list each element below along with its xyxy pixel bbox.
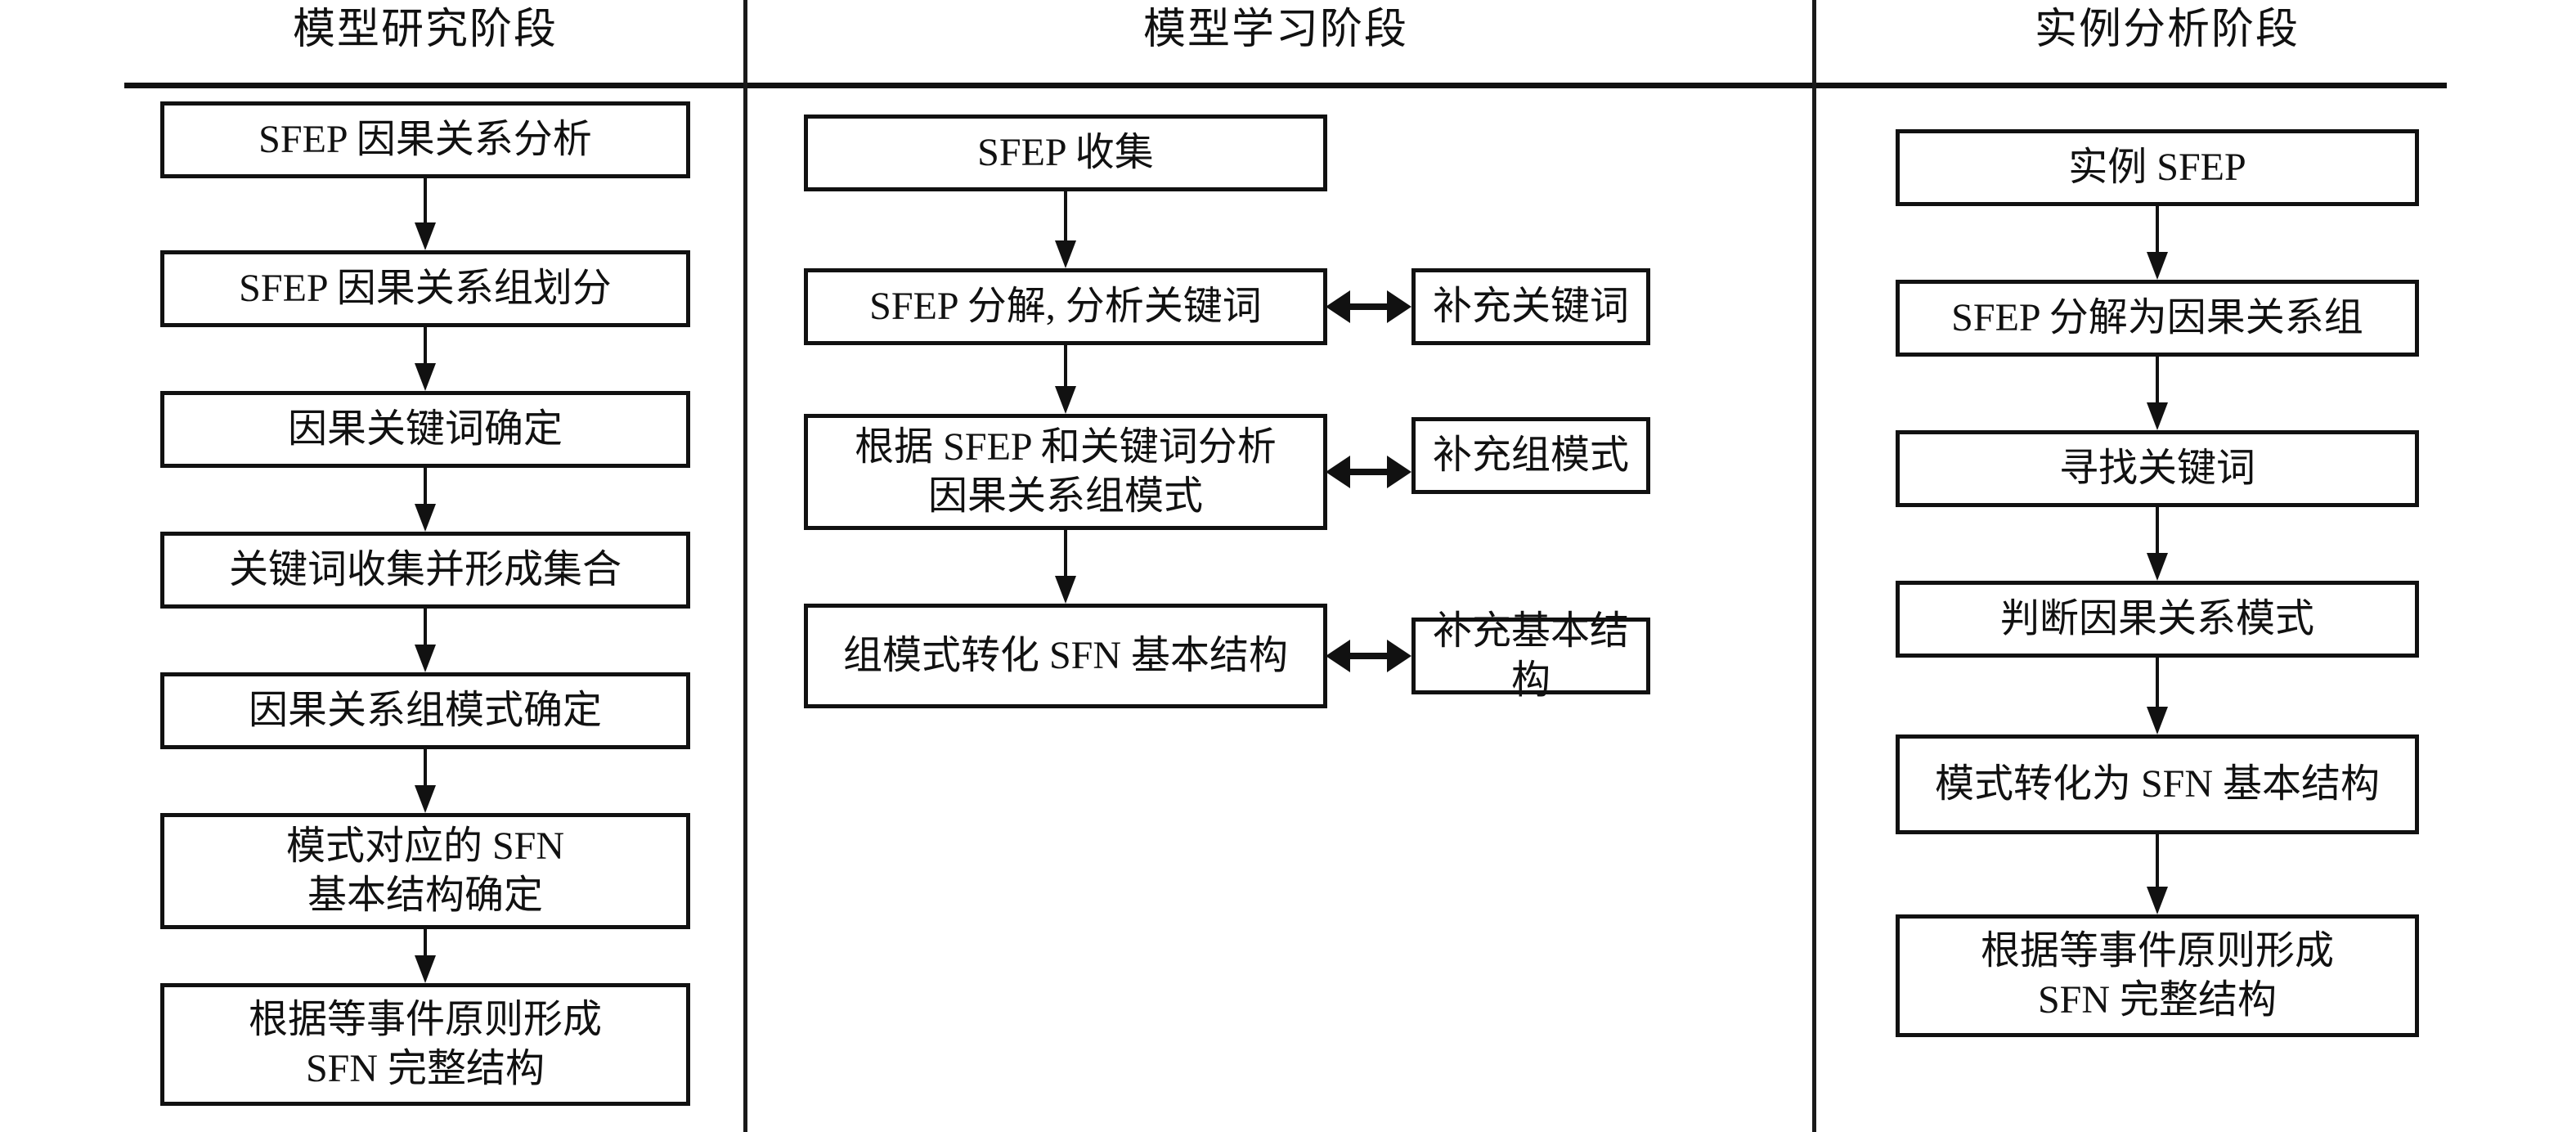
- arrow-c2-2-to-3: [1055, 345, 1076, 414]
- node-supplement-keywords[interactable]: 补充关键词: [1411, 268, 1650, 345]
- node-sfep-causal-analysis[interactable]: SFEP 因果关系分析: [160, 101, 690, 178]
- arrow-c3-1-to-2: [2147, 206, 2168, 280]
- node-judge-causal-pattern[interactable]: 判断因果关系模式: [1896, 581, 2419, 658]
- arrow-c2-1-to-2: [1055, 191, 1076, 268]
- arrow-c1-1-to-2: [415, 178, 436, 250]
- node-causal-keyword-determination[interactable]: 因果关键词确定: [160, 391, 690, 468]
- header-divider-rule: [124, 83, 2447, 88]
- node-keyword-collection-set[interactable]: 关键词收集并形成集合: [160, 532, 690, 609]
- arrow-c3-3-to-4: [2147, 507, 2168, 581]
- arrow-c1-3-to-4: [415, 468, 436, 532]
- node-equal-event-sfn-complete-structure-c3[interactable]: 根据等事件原则形成 SFN 完整结构: [1896, 914, 2419, 1037]
- arrow-c3-5-to-6: [2147, 834, 2168, 914]
- arrow-c2-n4-to-s3: [1326, 640, 1411, 672]
- node-pattern-to-sfn-basic-structure[interactable]: 模式转化为 SFN 基本结构: [1896, 734, 2419, 834]
- column-divider-right: [1812, 0, 1816, 1132]
- node-group-pattern-to-sfn-basic-structure[interactable]: 组模式转化 SFN 基本结构: [804, 604, 1327, 708]
- column-title-model-research: 模型研究阶段: [292, 7, 558, 53]
- node-sfep-causal-group-division[interactable]: SFEP 因果关系组划分: [160, 250, 690, 327]
- node-sfep-decompose-keyword-analysis[interactable]: SFEP 分解, 分析关键词: [804, 268, 1327, 345]
- node-find-keywords[interactable]: 寻找关键词: [1896, 430, 2419, 507]
- arrow-c2-3-to-4: [1055, 530, 1076, 604]
- node-supplement-group-pattern[interactable]: 补充组模式: [1411, 417, 1650, 494]
- node-equal-event-sfn-complete-structure-c1[interactable]: 根据等事件原则形成 SFN 完整结构: [160, 983, 690, 1106]
- arrow-c1-5-to-6: [415, 749, 436, 813]
- column-divider-left: [743, 0, 747, 1132]
- node-sfep-collection[interactable]: SFEP 收集: [804, 115, 1327, 191]
- node-analyze-causal-group-pattern[interactable]: 根据 SFEP 和关键词分析 因果关系组模式: [804, 414, 1327, 530]
- arrow-c1-4-to-5: [415, 609, 436, 672]
- node-instance-sfep[interactable]: 实例 SFEP: [1896, 129, 2419, 206]
- column-title-model-learning: 模型学习阶段: [1142, 7, 1408, 53]
- node-pattern-sfn-basic-structure[interactable]: 模式对应的 SFN 基本结构确定: [160, 813, 690, 929]
- arrow-c3-2-to-3: [2147, 357, 2168, 430]
- arrow-c2-n2-to-s1: [1326, 290, 1411, 323]
- node-causal-group-pattern-determination[interactable]: 因果关系组模式确定: [160, 672, 690, 749]
- column-title-case-analysis: 实例分析阶段: [2034, 7, 2300, 53]
- node-sfep-decompose-to-causal-group[interactable]: SFEP 分解为因果关系组: [1896, 280, 2419, 357]
- arrow-c3-4-to-5: [2147, 658, 2168, 734]
- node-supplement-basic-structure[interactable]: 补充基本结构: [1411, 609, 1650, 702]
- arrow-c1-2-to-3: [415, 327, 436, 391]
- arrow-c1-6-to-7: [415, 929, 436, 983]
- arrow-c2-n3-to-s2: [1326, 456, 1411, 488]
